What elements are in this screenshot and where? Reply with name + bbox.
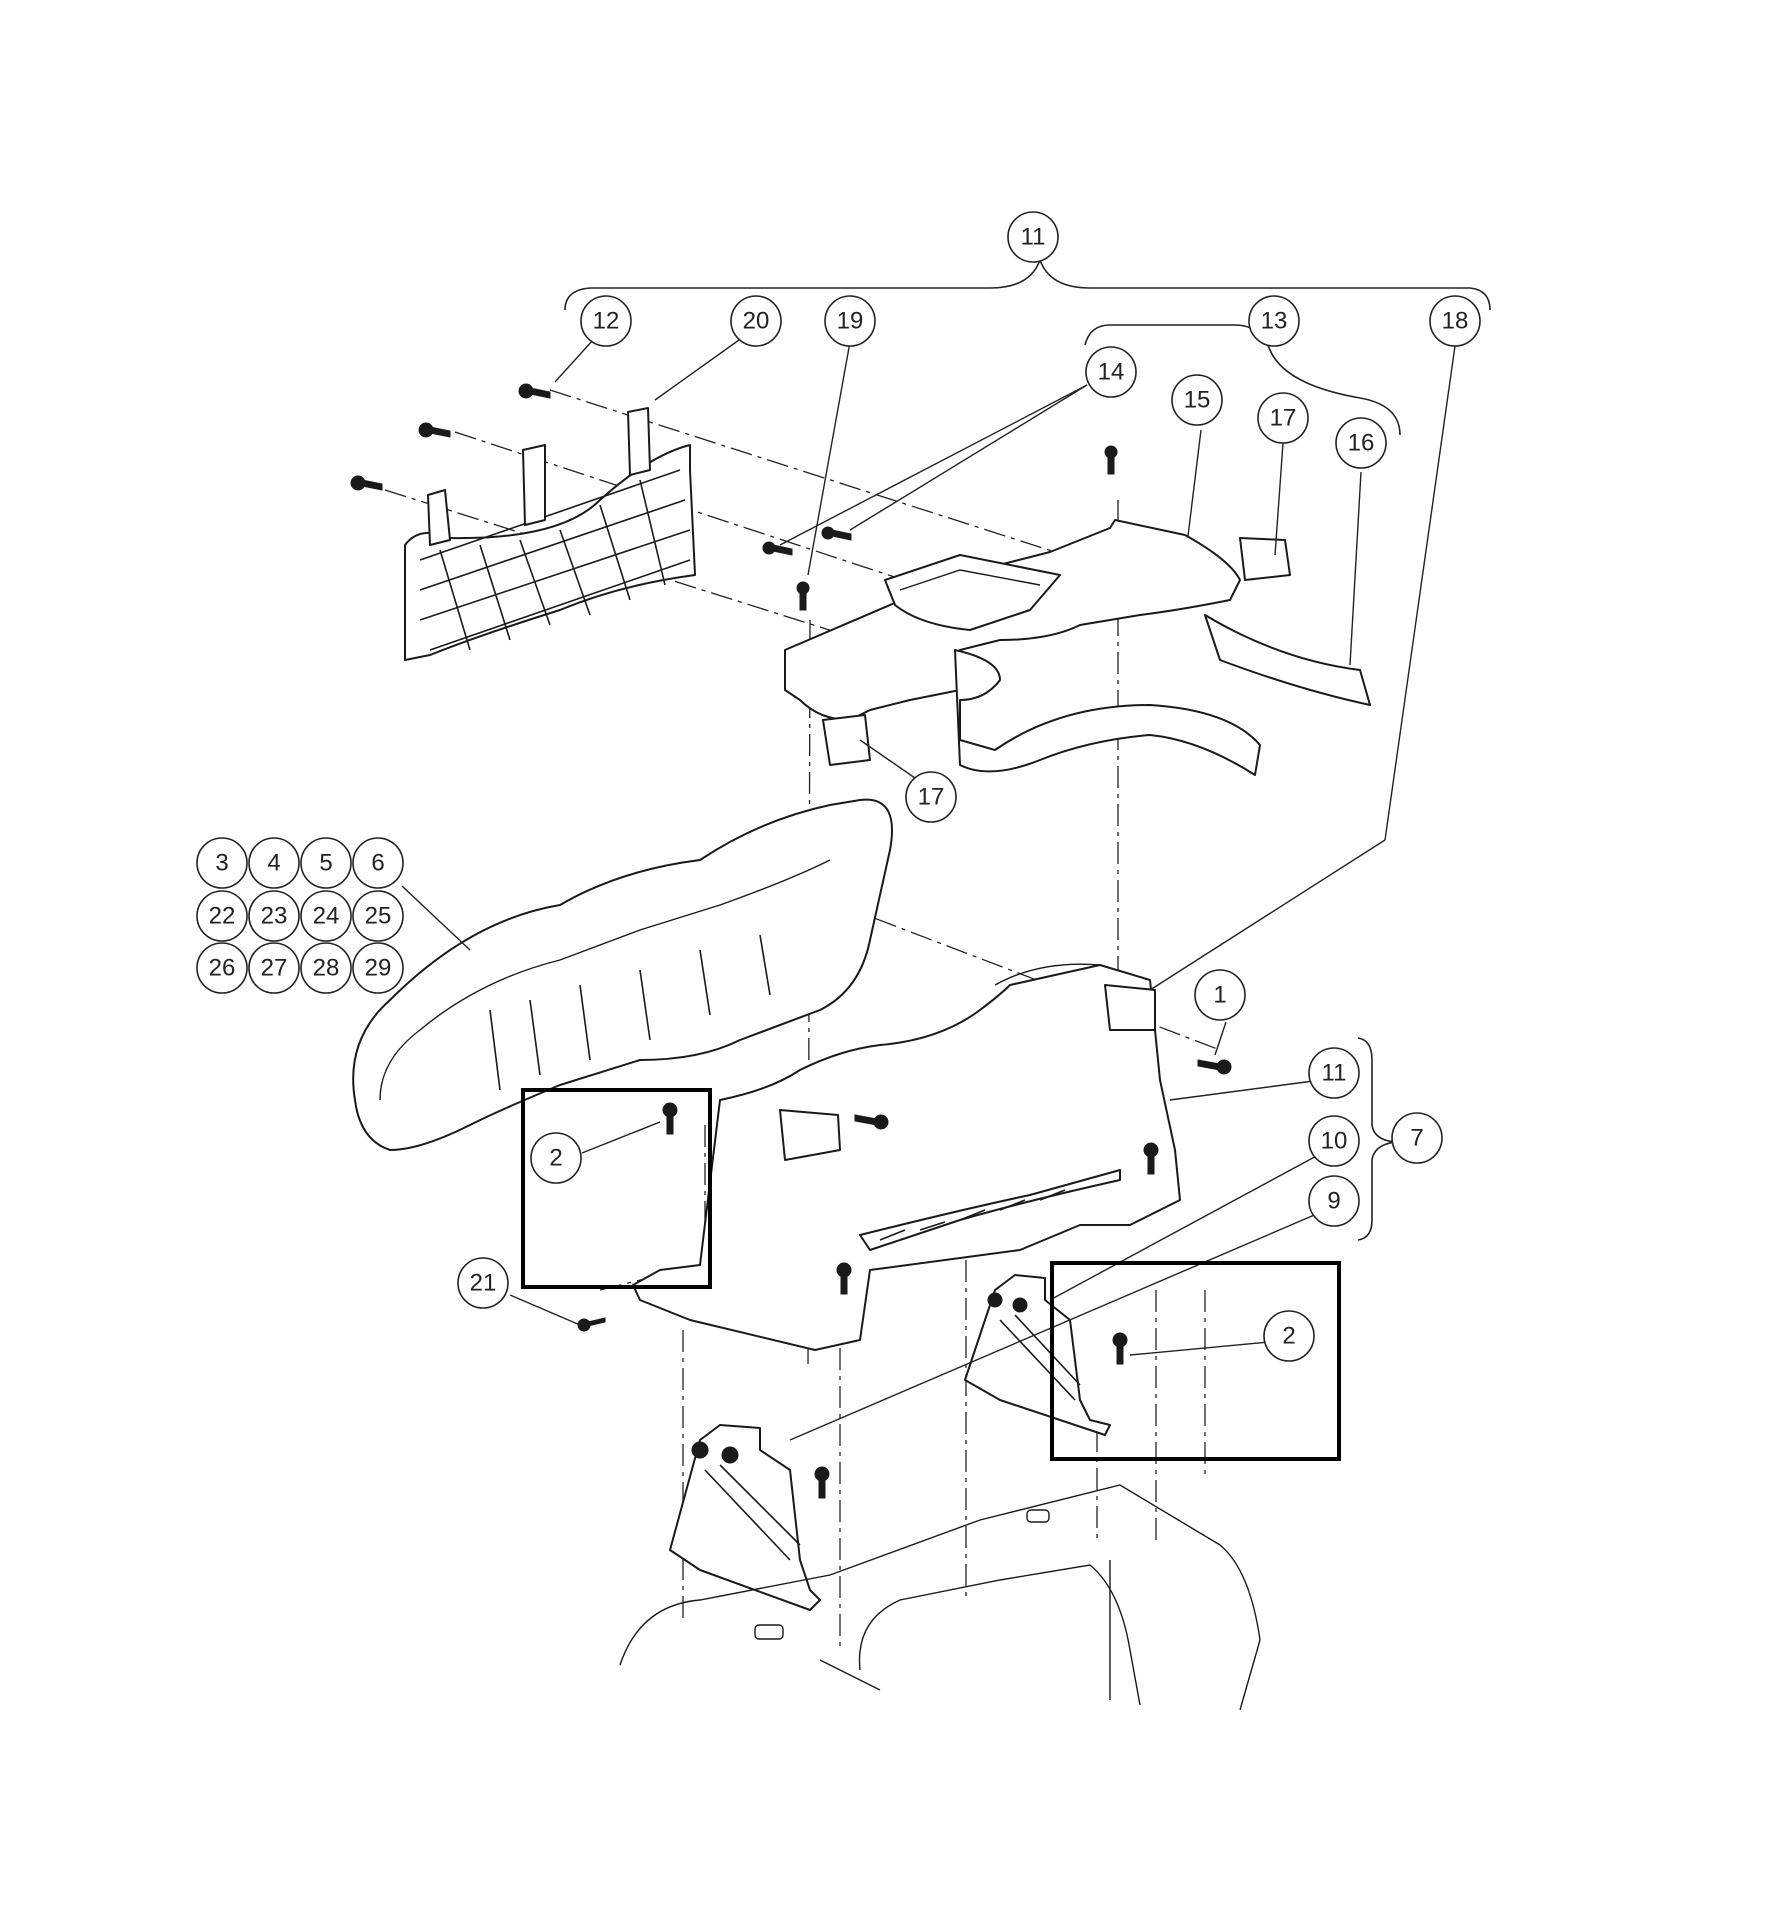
callout-label: 4: [267, 850, 280, 877]
callout-label: 5: [319, 850, 332, 877]
callout-17-bottom: 17: [905, 771, 957, 823]
highlight-box-left: [521, 1088, 712, 1289]
callout-20: 20: [730, 295, 782, 347]
callout-label: 16: [1348, 430, 1375, 457]
callout-2-right: 2: [1263, 1310, 1315, 1362]
callout-25: 25: [352, 890, 404, 942]
callout-11-side: 11: [1308, 1047, 1360, 1099]
callout-label: 28: [313, 955, 340, 982]
callout-label: 2: [1282, 1323, 1295, 1350]
callout-9: 9: [1308, 1175, 1360, 1227]
callout-10: 10: [1308, 1115, 1360, 1167]
callout-21: 21: [457, 1257, 509, 1309]
callout-label: 1: [1213, 982, 1226, 1009]
callout-29: 29: [352, 942, 404, 994]
top-frame: [784, 519, 1371, 776]
mesh-net: [404, 407, 696, 661]
callout-label: 17: [1270, 405, 1297, 432]
base-tub: [632, 963, 1181, 1351]
callout-label: 26: [209, 955, 236, 982]
callout-14: 14: [1085, 346, 1137, 398]
callout-label: 29: [365, 955, 392, 982]
callout-15: 15: [1171, 374, 1223, 426]
hinge-bracket-right: [964, 1274, 1111, 1436]
callout-24: 24: [300, 890, 352, 942]
screws: [350, 383, 1232, 1499]
callout-26: 26: [196, 942, 248, 994]
callout-17-top: 17: [1257, 392, 1309, 444]
callout-label: 27: [261, 955, 288, 982]
callout-label: 2: [549, 1145, 562, 1172]
callout-5: 5: [300, 837, 352, 889]
bracket-7: [1357, 1037, 1396, 1241]
callout-label: 11: [1021, 224, 1046, 251]
seat-back: [352, 798, 893, 1151]
callout-label: 9: [1327, 1188, 1340, 1215]
callout-label: 11: [1322, 1060, 1347, 1087]
callout-label: 17: [918, 784, 945, 811]
callout-22: 22: [196, 890, 248, 942]
callout-23: 23: [248, 890, 300, 942]
callout-18: 18: [1429, 295, 1481, 347]
callout-1: 1: [1194, 969, 1246, 1021]
callout-6: 6: [352, 837, 404, 889]
leader-lines: [401, 339, 1456, 1441]
callout-28: 28: [300, 942, 352, 994]
callout-12: 12: [580, 295, 632, 347]
callout-label: 18: [1442, 308, 1469, 335]
highlight-box-right: [1050, 1261, 1341, 1461]
callout-16: 16: [1335, 417, 1387, 469]
callout-label: 14: [1098, 359, 1125, 386]
callout-label: 22: [209, 903, 236, 930]
callout-label: 25: [365, 903, 392, 930]
callout-13: 13: [1248, 295, 1300, 347]
callout-label: 6: [371, 850, 384, 877]
callout-label: 13: [1261, 308, 1288, 335]
callout-label: 23: [261, 903, 288, 930]
callout-label: 20: [743, 308, 770, 335]
callout-label: 24: [313, 903, 340, 930]
callout-label: 10: [1321, 1128, 1348, 1155]
vehicle-body: [619, 1484, 1261, 1711]
callout-11-top: 11: [1007, 211, 1059, 263]
bracket-13: [1084, 324, 1401, 436]
callout-label: 19: [837, 308, 864, 335]
callout-label: 15: [1184, 387, 1211, 414]
callout-label: 3: [215, 850, 228, 877]
callout-19: 19: [824, 295, 876, 347]
callout-27: 27: [248, 942, 300, 994]
callout-label: 21: [470, 1270, 497, 1297]
callout-2-left: 2: [530, 1132, 582, 1184]
callout-4: 4: [248, 837, 300, 889]
hinge-bracket-left: [669, 1424, 821, 1611]
callout-label: 12: [593, 308, 620, 335]
bracket-11-top: [564, 257, 1491, 311]
callout-label: 7: [1410, 1125, 1423, 1152]
callout-7: 7: [1391, 1112, 1443, 1164]
callout-3: 3: [196, 837, 248, 889]
